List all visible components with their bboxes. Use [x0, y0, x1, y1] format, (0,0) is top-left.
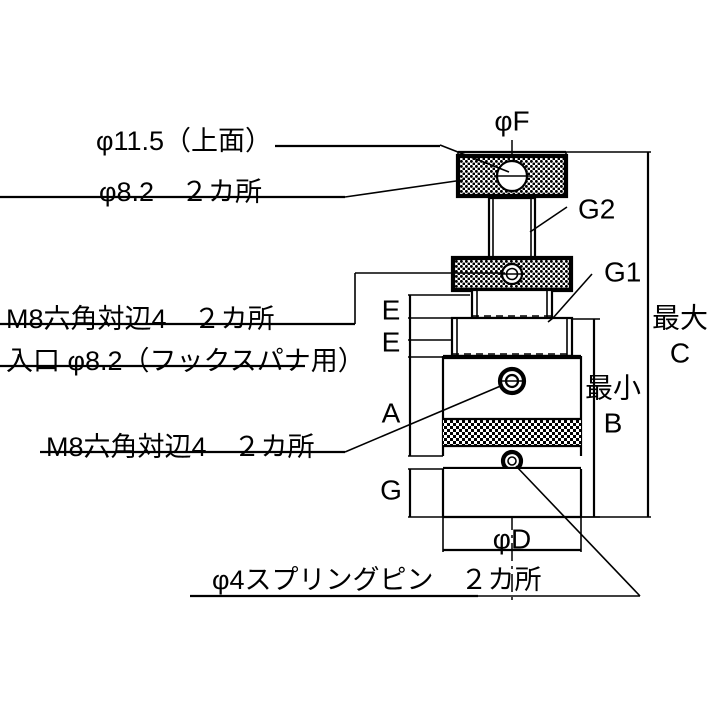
text-labels: φ11.5（上面） φ8.2 ２カ所 M8六角対辺4 ２カ所 入口 φ8.2（フ…: [6, 105, 708, 595]
label-min-symbol: B: [604, 407, 623, 438]
label-a: A: [382, 397, 401, 428]
label-inlet-port: 入口 φ8.2（フックスパナ用）: [6, 346, 365, 376]
lower-flange-g: [441, 449, 583, 519]
label-e-upper: E: [382, 294, 401, 325]
label-g2: G2: [578, 193, 615, 224]
top-knurled-cap: [455, 153, 569, 199]
label-max-symbol: C: [670, 337, 690, 368]
spring-pin-hole: [503, 452, 521, 470]
label-side-bore: φ8.2 ２カ所: [99, 177, 262, 207]
label-phi-d: φD: [493, 523, 531, 554]
leader-lines: [0, 144, 641, 598]
label-max: 最大: [652, 302, 708, 333]
label-spring-pin: φ4スプリングピン ２カ所: [212, 565, 542, 595]
leader-g1: [552, 273, 593, 319]
label-e-lower: E: [382, 326, 401, 357]
middle-knurled-nut: [450, 255, 574, 293]
dim-phi-f: [457, 150, 567, 164]
label-hex-flat-top: M8六角対辺4 ２カ所: [6, 304, 275, 334]
label-top-face-bore: φ11.5（上面）: [96, 126, 272, 156]
dimension-lines: [408, 150, 651, 552]
leader-top-face-bore: [439, 144, 510, 173]
label-g1: G1: [604, 256, 641, 287]
dim-stack-left: [408, 294, 470, 518]
label-min: 最小: [585, 372, 641, 403]
label-hex-flat-body: M8六角対辺4 ２カ所: [46, 432, 315, 462]
label-phi-f: φF: [494, 105, 529, 136]
body-knurl-band: [443, 419, 581, 446]
dim-max-c: [566, 151, 651, 518]
upper-rod-g2: [487, 194, 537, 266]
leader-g2: [529, 206, 568, 233]
main-body: [441, 354, 583, 456]
label-g: G: [380, 474, 402, 505]
